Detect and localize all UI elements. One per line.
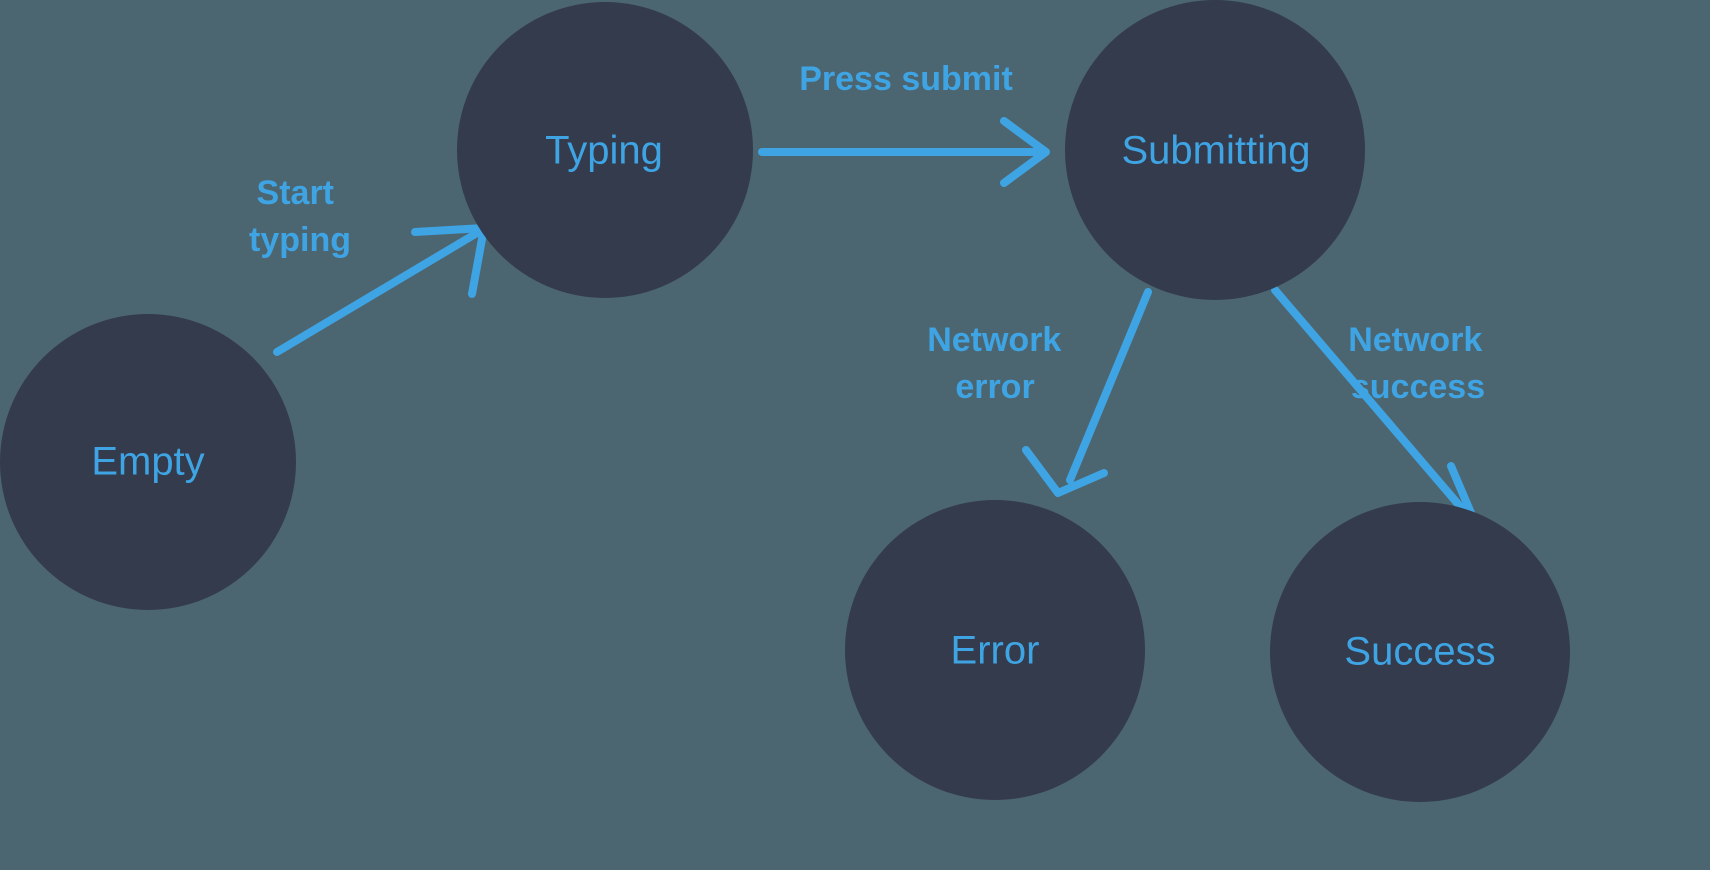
edge-label-network-error-line-1: Network [927,321,1061,359]
node-typing[interactable]: Typing [457,2,753,298]
edge-label-start-typing-line-1: Start [257,174,334,212]
edge-label-press-submit-line-1: Press submit [799,60,1013,98]
node-submitting[interactable]: Submitting [1065,0,1365,300]
edge-network-error-line [1066,288,1152,484]
edge-label-network-success-line-2: success [1351,368,1485,406]
edge-label-network-success: Network success [1348,321,1492,406]
node-success[interactable]: Success [1270,502,1570,802]
edge-press-submit-arrowhead [1000,117,1050,187]
node-submitting-label: Submitting [1122,129,1311,173]
edge-label-network-success-line-1: Network [1348,321,1482,359]
edge-label-start-typing: Start typing [249,174,351,259]
edge-start-typing-line [273,226,486,356]
node-success-label: Success [1344,630,1495,674]
node-success-circle[interactable] [1270,502,1570,802]
edge-label-press-submit: Press submit [799,60,1013,98]
edge-network-error-arrowhead [1022,446,1108,497]
node-submitting-circle[interactable] [1065,0,1365,300]
node-typing-label: Typing [545,129,663,173]
edge-network-success-line [1271,286,1474,522]
edge-label-start-typing-line-2: typing [249,221,351,259]
node-empty[interactable]: Empty [0,314,296,610]
edge-label-network-error: Network error [927,321,1071,406]
node-error[interactable]: Error [845,500,1145,800]
node-empty-circle[interactable] [0,314,296,610]
node-error-circle[interactable] [845,500,1145,800]
node-empty-label: Empty [91,440,204,484]
edge-press-submit [758,117,1050,187]
node-typing-circle[interactable] [457,2,753,298]
edge-label-network-error-line-2: error [955,368,1034,406]
node-error-label: Error [951,629,1040,673]
edge-network-error [1022,288,1152,497]
